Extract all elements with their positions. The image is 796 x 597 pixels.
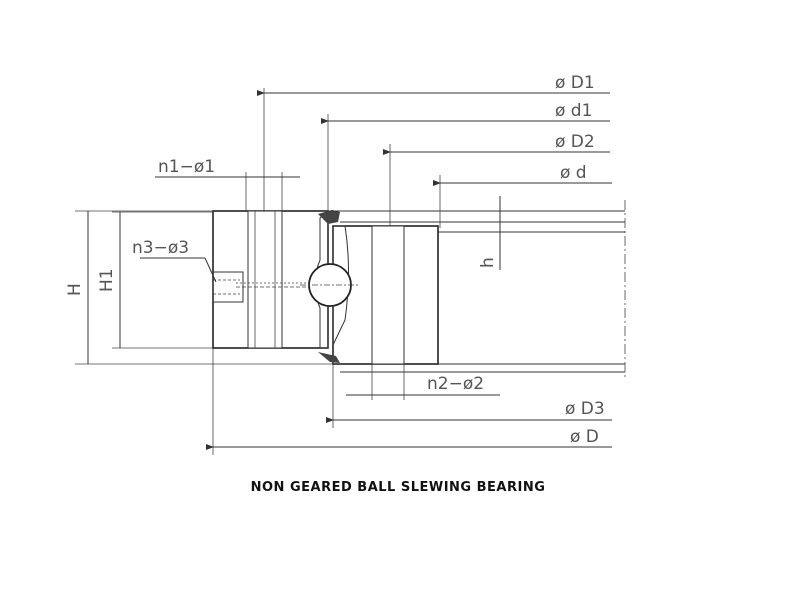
label-d1: ø d1: [555, 101, 592, 121]
label-D2: ø D2: [555, 132, 595, 152]
label-n3: n3−ø3: [132, 238, 189, 258]
label-n2: n2−ø2: [427, 374, 484, 394]
label-D1: ø D1: [555, 73, 595, 93]
extension-lines: [75, 88, 441, 455]
drawing-caption: NON GEARED BALL SLEWING BEARING: [250, 480, 546, 495]
dimension-lines: [87, 90, 612, 450]
label-H1: H1: [97, 268, 117, 292]
bottom-seal: [318, 352, 340, 363]
inner-bore: [328, 200, 626, 378]
label-H: H: [65, 283, 85, 296]
label-D3: ø D3: [565, 399, 605, 419]
top-seal: [318, 210, 340, 224]
label-n1: n1−ø1: [158, 157, 215, 177]
label-D: ø D: [570, 427, 599, 447]
label-h: h: [478, 257, 498, 268]
label-d: ø d: [560, 163, 587, 183]
outer-ring: [212, 209, 329, 349]
